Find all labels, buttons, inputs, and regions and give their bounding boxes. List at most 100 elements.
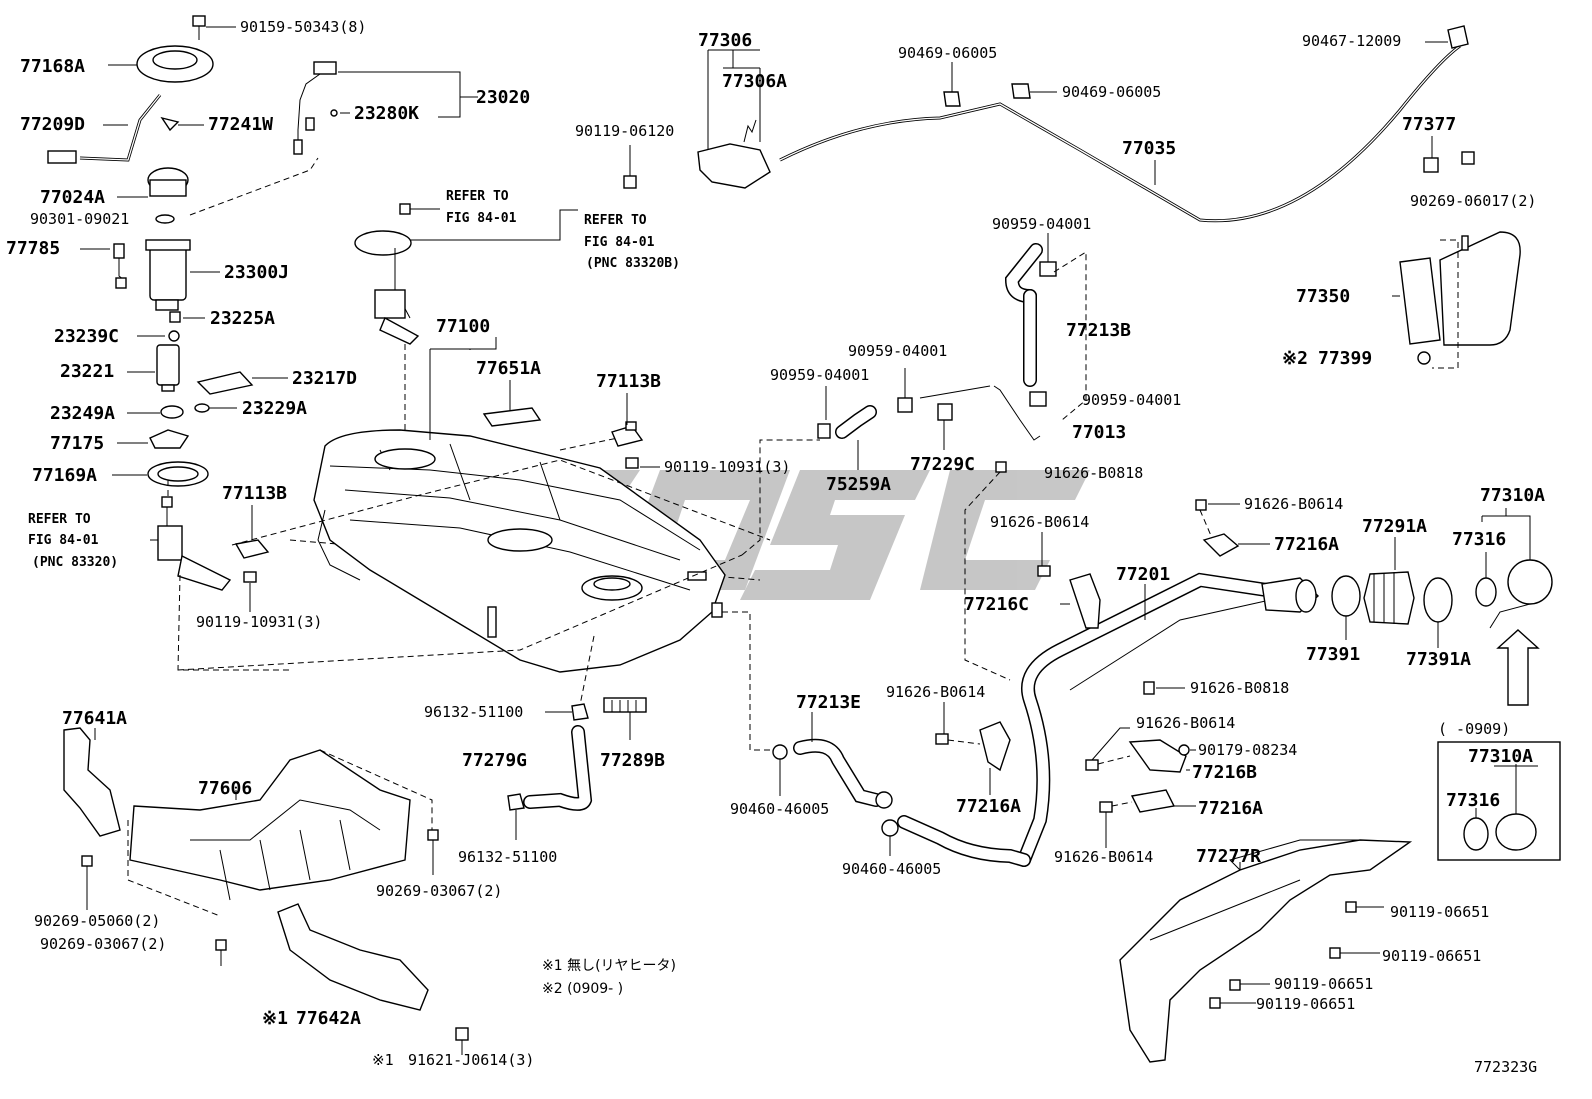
label-90460-46005-a: 90460-46005 [730, 800, 829, 818]
label-77377: 77377 [1402, 114, 1456, 135]
label-91626-B0614-e: 91626-B0614 [1054, 848, 1153, 866]
label-77213B: 77213B [1066, 320, 1131, 341]
label-91626-B0614-d: 91626-B0614 [1136, 714, 1235, 732]
label-90119-10931-b: 90119-10931(3) [196, 613, 322, 631]
label-77651A: 77651A [476, 358, 541, 379]
label-90269-06017: 90269-06017(2) [1410, 192, 1536, 210]
label-77310A-a: 77310A [1480, 485, 1545, 506]
footnote-2: ※2 (0909- ) [542, 981, 623, 997]
label-91626-B0818-b: 91626-B0818 [1190, 679, 1289, 697]
label-77169A: 77169A [32, 465, 97, 486]
refer-note-3-line3: (PNC 83320) [32, 555, 118, 570]
label-90119-06651-a: 90119-06651 [1390, 903, 1489, 921]
label-91621-J0614-number: 91621-J0614(3) [408, 1051, 534, 1069]
label-77024A: 77024A [40, 187, 105, 208]
label-77391A: 77391A [1406, 649, 1471, 670]
label-77113B-b: 77113B [222, 483, 287, 504]
label-77310A-b: 77310A [1468, 746, 1533, 767]
label-23300J: 23300J [224, 262, 289, 283]
label-96132-51100-b: 96132-51100 [458, 848, 557, 866]
label-0909-range: ( -0909) [1438, 720, 1510, 738]
label-91626-B0818-a: 91626-B0818 [1044, 464, 1143, 482]
refer-notes: REFER TO FIG 84-01 REFER TO FIG 84-01 (P… [28, 189, 680, 570]
label-77291A: 77291A [1362, 516, 1427, 537]
label-77391: 77391 [1306, 644, 1360, 665]
hose-77279G [507, 697, 647, 840]
label-90119-06120: 90119-06120 [575, 122, 674, 140]
part-labels: 90159-50343(8) 77168A 77209D 77241W 7702… [6, 18, 1545, 1076]
label-77216B: 77216B [1192, 762, 1257, 783]
filler-pipe-77201 [1017, 499, 1320, 867]
label-77216A-a: 77216A [1274, 534, 1339, 555]
label-90301-09021: 90301-09021 [30, 210, 129, 228]
label-77316-b: 77316 [1446, 790, 1500, 811]
label-77229C: 77229C [910, 454, 975, 475]
leader-dashes-tank [177, 434, 820, 751]
label-77113B-a: 77113B [596, 371, 661, 392]
label-77168A: 77168A [20, 56, 85, 77]
label-90119-06651-d: 90119-06651 [1256, 995, 1355, 1013]
label-91626-B0614-c: 91626-B0614 [886, 683, 985, 701]
under-covers [63, 727, 469, 1055]
label-77277R: 77277R [1196, 846, 1261, 867]
filler-neck-hoses [772, 702, 1196, 867]
label-23239C: 23239C [54, 326, 119, 347]
refer-note-1-line2: FIG 84-01 [446, 211, 517, 226]
refer-note-3-line1: REFER TO [28, 512, 91, 527]
label-91626-B0614-b: 91626-B0614 [990, 513, 1089, 531]
label-77785: 77785 [6, 238, 60, 259]
fuel-pump-assembly [47, 15, 288, 591]
label-77209D: 77209D [20, 114, 85, 135]
refer-note-1-line1: REFER TO [446, 189, 509, 204]
label-90119-06651-c: 90119-06651 [1274, 975, 1373, 993]
fuel-lid-77350 [1392, 231, 1521, 369]
label-90460-46005-b: 90460-46005 [842, 860, 941, 878]
label-90119-06651-b: 90119-06651 [1382, 947, 1481, 965]
breather-assembly-23020 [293, 61, 478, 155]
label-77606: 77606 [198, 778, 252, 799]
label-90467-12009: 90467-12009 [1302, 32, 1401, 50]
label-90159-50343: 90159-50343(8) [240, 18, 366, 36]
label-23020: 23020 [476, 87, 530, 108]
label-77641A: 77641A [62, 708, 127, 729]
label-90469-06005-b: 90469-06005 [1062, 83, 1161, 101]
label-23280K: 23280K [354, 103, 419, 124]
label-91626-B0614-a: 91626-B0614 [1244, 495, 1343, 513]
refer-note-2-line1: REFER TO [584, 213, 647, 228]
label-77100: 77100 [436, 316, 490, 337]
mark-1-77642A: ※1 [262, 1008, 288, 1029]
label-77241W: 77241W [208, 114, 273, 135]
label-75259A: 75259A [826, 474, 891, 495]
inset-box [1437, 741, 1561, 861]
label-23225A: 23225A [210, 308, 275, 329]
label-91621-J0614: ※1 [372, 1051, 394, 1069]
label-90959-04001-b: 90959-04001 [848, 342, 947, 360]
label-77289B: 77289B [600, 750, 665, 771]
label-90269-03067-a: 90269-03067(2) [376, 882, 502, 900]
label-90959-04001-c: 90959-04001 [770, 366, 869, 384]
label-77642A: 77642A [296, 1008, 361, 1029]
fuel-lid-opener [623, 25, 1475, 223]
label-77213E: 77213E [796, 692, 861, 713]
label-77216A-b: 77216A [956, 796, 1021, 817]
label-23249A: 23249A [50, 403, 115, 424]
fuel-cap-group [1331, 508, 1553, 706]
label-90269-03067-b: 90269-03067(2) [40, 935, 166, 953]
protector-77277R [1119, 839, 1413, 1063]
label-96132-51100-a: 96132-51100 [424, 703, 523, 721]
label-23217D: 23217D [292, 368, 357, 389]
refer-note-2-line3: (PNC 83320B) [586, 256, 680, 271]
refer-note-2-line2: FIG 84-01 [584, 235, 655, 250]
mark-2-77399: ※2 [1282, 348, 1308, 369]
fuel-sender-83320B [354, 203, 578, 440]
parts-diagram: 90159-50343(8) 77168A 77209D 77241W 7702… [6, 15, 1561, 1076]
label-77306: 77306 [698, 30, 752, 51]
label-23229A: 23229A [242, 398, 307, 419]
fuel-tank-77100 [313, 337, 726, 673]
label-90269-05060: 90269-05060(2) [34, 912, 160, 930]
label-90179-08234: 90179-08234 [1198, 741, 1297, 759]
label-90119-10931-a: 90119-10931(3) [664, 458, 790, 476]
label-77216C: 77216C [964, 594, 1029, 615]
label-77201: 77201 [1116, 564, 1170, 585]
label-23221: 23221 [60, 361, 114, 382]
